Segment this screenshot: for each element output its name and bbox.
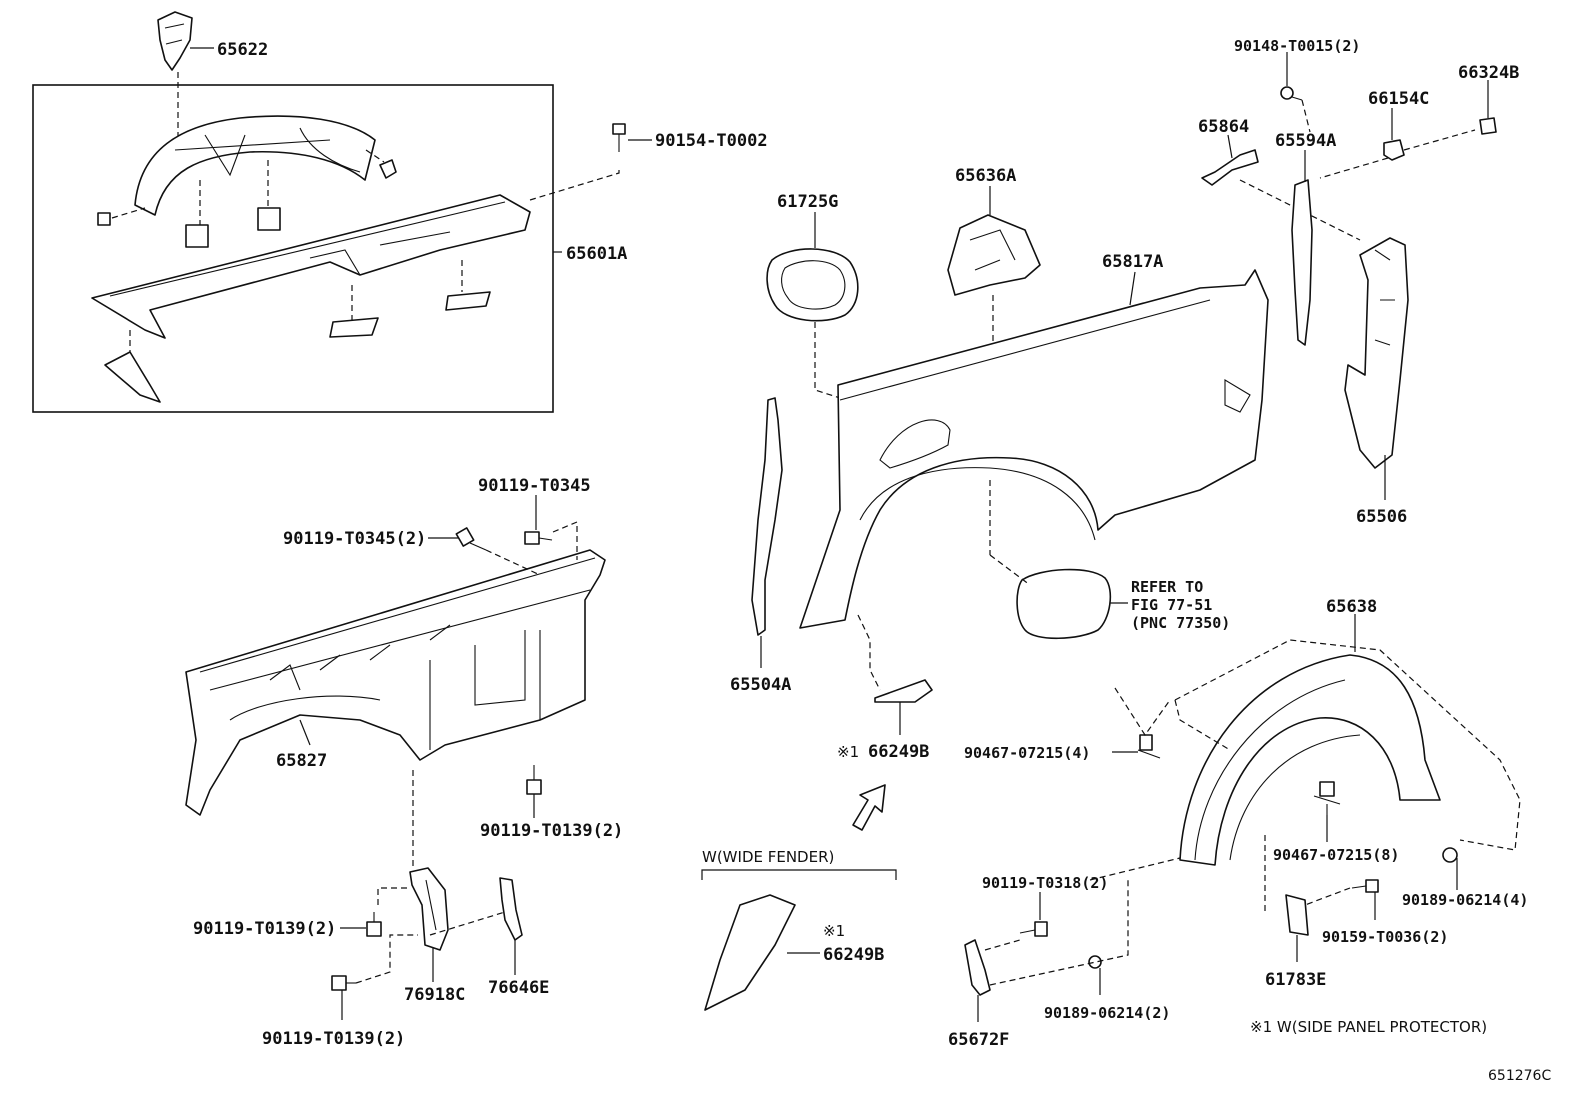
clip-a xyxy=(97,212,111,226)
pad-a xyxy=(185,224,209,248)
part-61783e-plate xyxy=(1285,894,1309,936)
label-90119-t0139-2-a: 90119-T0139(2) xyxy=(480,821,623,841)
wide-fender-title: W(WIDE FENDER) xyxy=(702,848,834,866)
part-66249b-wide xyxy=(704,894,796,1011)
bolt-90119-t0139-b xyxy=(366,912,382,937)
label-90154-t0002: 90154-T0002 xyxy=(655,131,768,151)
label-65638: 65638 xyxy=(1326,597,1377,617)
footnote: ※1 W(SIDE PANEL PROTECTOR) xyxy=(1250,1018,1487,1036)
clip-90467-07215-8 xyxy=(1313,781,1341,815)
label-66249b-a: 66249B xyxy=(868,742,929,762)
part-65601a-rail xyxy=(91,194,531,339)
label-90119-t0139-2-b: 90119-T0139(2) xyxy=(193,919,336,939)
label-66324b: 66324B xyxy=(1458,63,1519,83)
pad-b xyxy=(257,207,281,231)
part-gusset xyxy=(104,351,161,403)
part-61725g-ring xyxy=(766,248,859,322)
arrow-icon xyxy=(852,784,886,831)
pad-d xyxy=(445,291,491,311)
part-65622-bracket xyxy=(157,11,193,71)
refer-line3: (PNC 77350) xyxy=(1131,614,1230,632)
part-65506-pillar xyxy=(1344,237,1409,469)
label-65827: 65827 xyxy=(276,751,327,771)
part-66154c xyxy=(1383,139,1405,161)
bolt-90119-t0318 xyxy=(1019,921,1048,937)
label-61783e: 61783E xyxy=(1265,970,1326,990)
label-65636a: 65636A xyxy=(955,166,1016,186)
label-90159-t0036-2: 90159-T0036(2) xyxy=(1322,928,1448,946)
part-65827-panel xyxy=(185,549,606,816)
bolt-90159-t0036 xyxy=(1351,879,1379,893)
nut-90189-06214-4 xyxy=(1442,847,1458,863)
label-65506: 65506 xyxy=(1356,507,1407,527)
bolt-90119-t0345-2 xyxy=(455,527,487,551)
part-fuel-door xyxy=(1016,568,1112,640)
mark-66249b-b: ※1 xyxy=(823,922,845,940)
mark-66249b-a: ※1 xyxy=(837,743,859,761)
label-65504a: 65504A xyxy=(730,675,791,695)
label-90148-t0015-2: 90148-T0015(2) xyxy=(1234,37,1360,55)
part-65638-liner xyxy=(1179,654,1441,866)
part-65636a-bracket xyxy=(947,214,1041,296)
label-61725g: 61725G xyxy=(777,192,838,212)
part-65672f-bracket xyxy=(964,939,991,996)
clip-b xyxy=(379,159,397,179)
label-66154c: 66154C xyxy=(1368,89,1429,109)
bolt-90119-t0345 xyxy=(524,531,553,545)
label-90119-t0139-2-c: 90119-T0139(2) xyxy=(262,1029,405,1049)
part-66324b xyxy=(1479,117,1497,135)
bolt-90119-t0139-c xyxy=(331,975,356,991)
label-90119-t0318-2: 90119-T0318(2) xyxy=(982,874,1108,892)
assembly-frame-65601a xyxy=(32,84,554,413)
pad-c xyxy=(329,317,379,338)
label-90119-t0345: 90119-T0345 xyxy=(478,476,591,496)
figure-id: 651276C xyxy=(1488,1068,1551,1084)
label-65594a: 65594A xyxy=(1275,131,1336,151)
bolt-90119-t0139-a xyxy=(526,765,542,795)
label-65864: 65864 xyxy=(1198,117,1249,137)
refer-line2: FIG 77-51 xyxy=(1131,596,1212,614)
label-65672f: 65672F xyxy=(948,1030,1009,1050)
screw-90148-t0015 xyxy=(1280,86,1303,101)
refer-line1: REFER TO xyxy=(1131,578,1203,596)
part-76646e-bracket xyxy=(499,877,523,941)
part-65504a-pillar xyxy=(751,397,783,636)
nut-90189-06214-2 xyxy=(1088,955,1102,969)
label-66249b-b: 66249B xyxy=(823,945,884,965)
label-65817a: 65817A xyxy=(1102,252,1163,272)
label-65601a: 65601A xyxy=(566,244,627,264)
bolt-90154-t0002 xyxy=(612,123,626,152)
label-65622: 65622 xyxy=(217,40,268,60)
label-90467-07215-4: 90467-07215(4) xyxy=(964,744,1090,762)
part-65864-bracket xyxy=(1201,149,1259,186)
part-76918c-bracket xyxy=(409,867,449,951)
label-90189-06214-2: 90189-06214(2) xyxy=(1044,1004,1170,1022)
label-90467-07215-8: 90467-07215(8) xyxy=(1273,846,1399,864)
label-76646e: 76646E xyxy=(488,978,549,998)
clip-90467-07215-4 xyxy=(1137,734,1161,759)
label-76918c: 76918C xyxy=(404,985,465,1005)
part-65594a-reinforcement xyxy=(1291,179,1313,346)
part-wheelhouse-upper xyxy=(134,115,376,216)
part-66249b-protector xyxy=(874,679,933,703)
label-90119-t0345-2: 90119-T0345(2) xyxy=(283,529,426,549)
part-65817a-quarter-panel xyxy=(799,269,1269,629)
label-90189-06214-4: 90189-06214(4) xyxy=(1402,891,1528,909)
